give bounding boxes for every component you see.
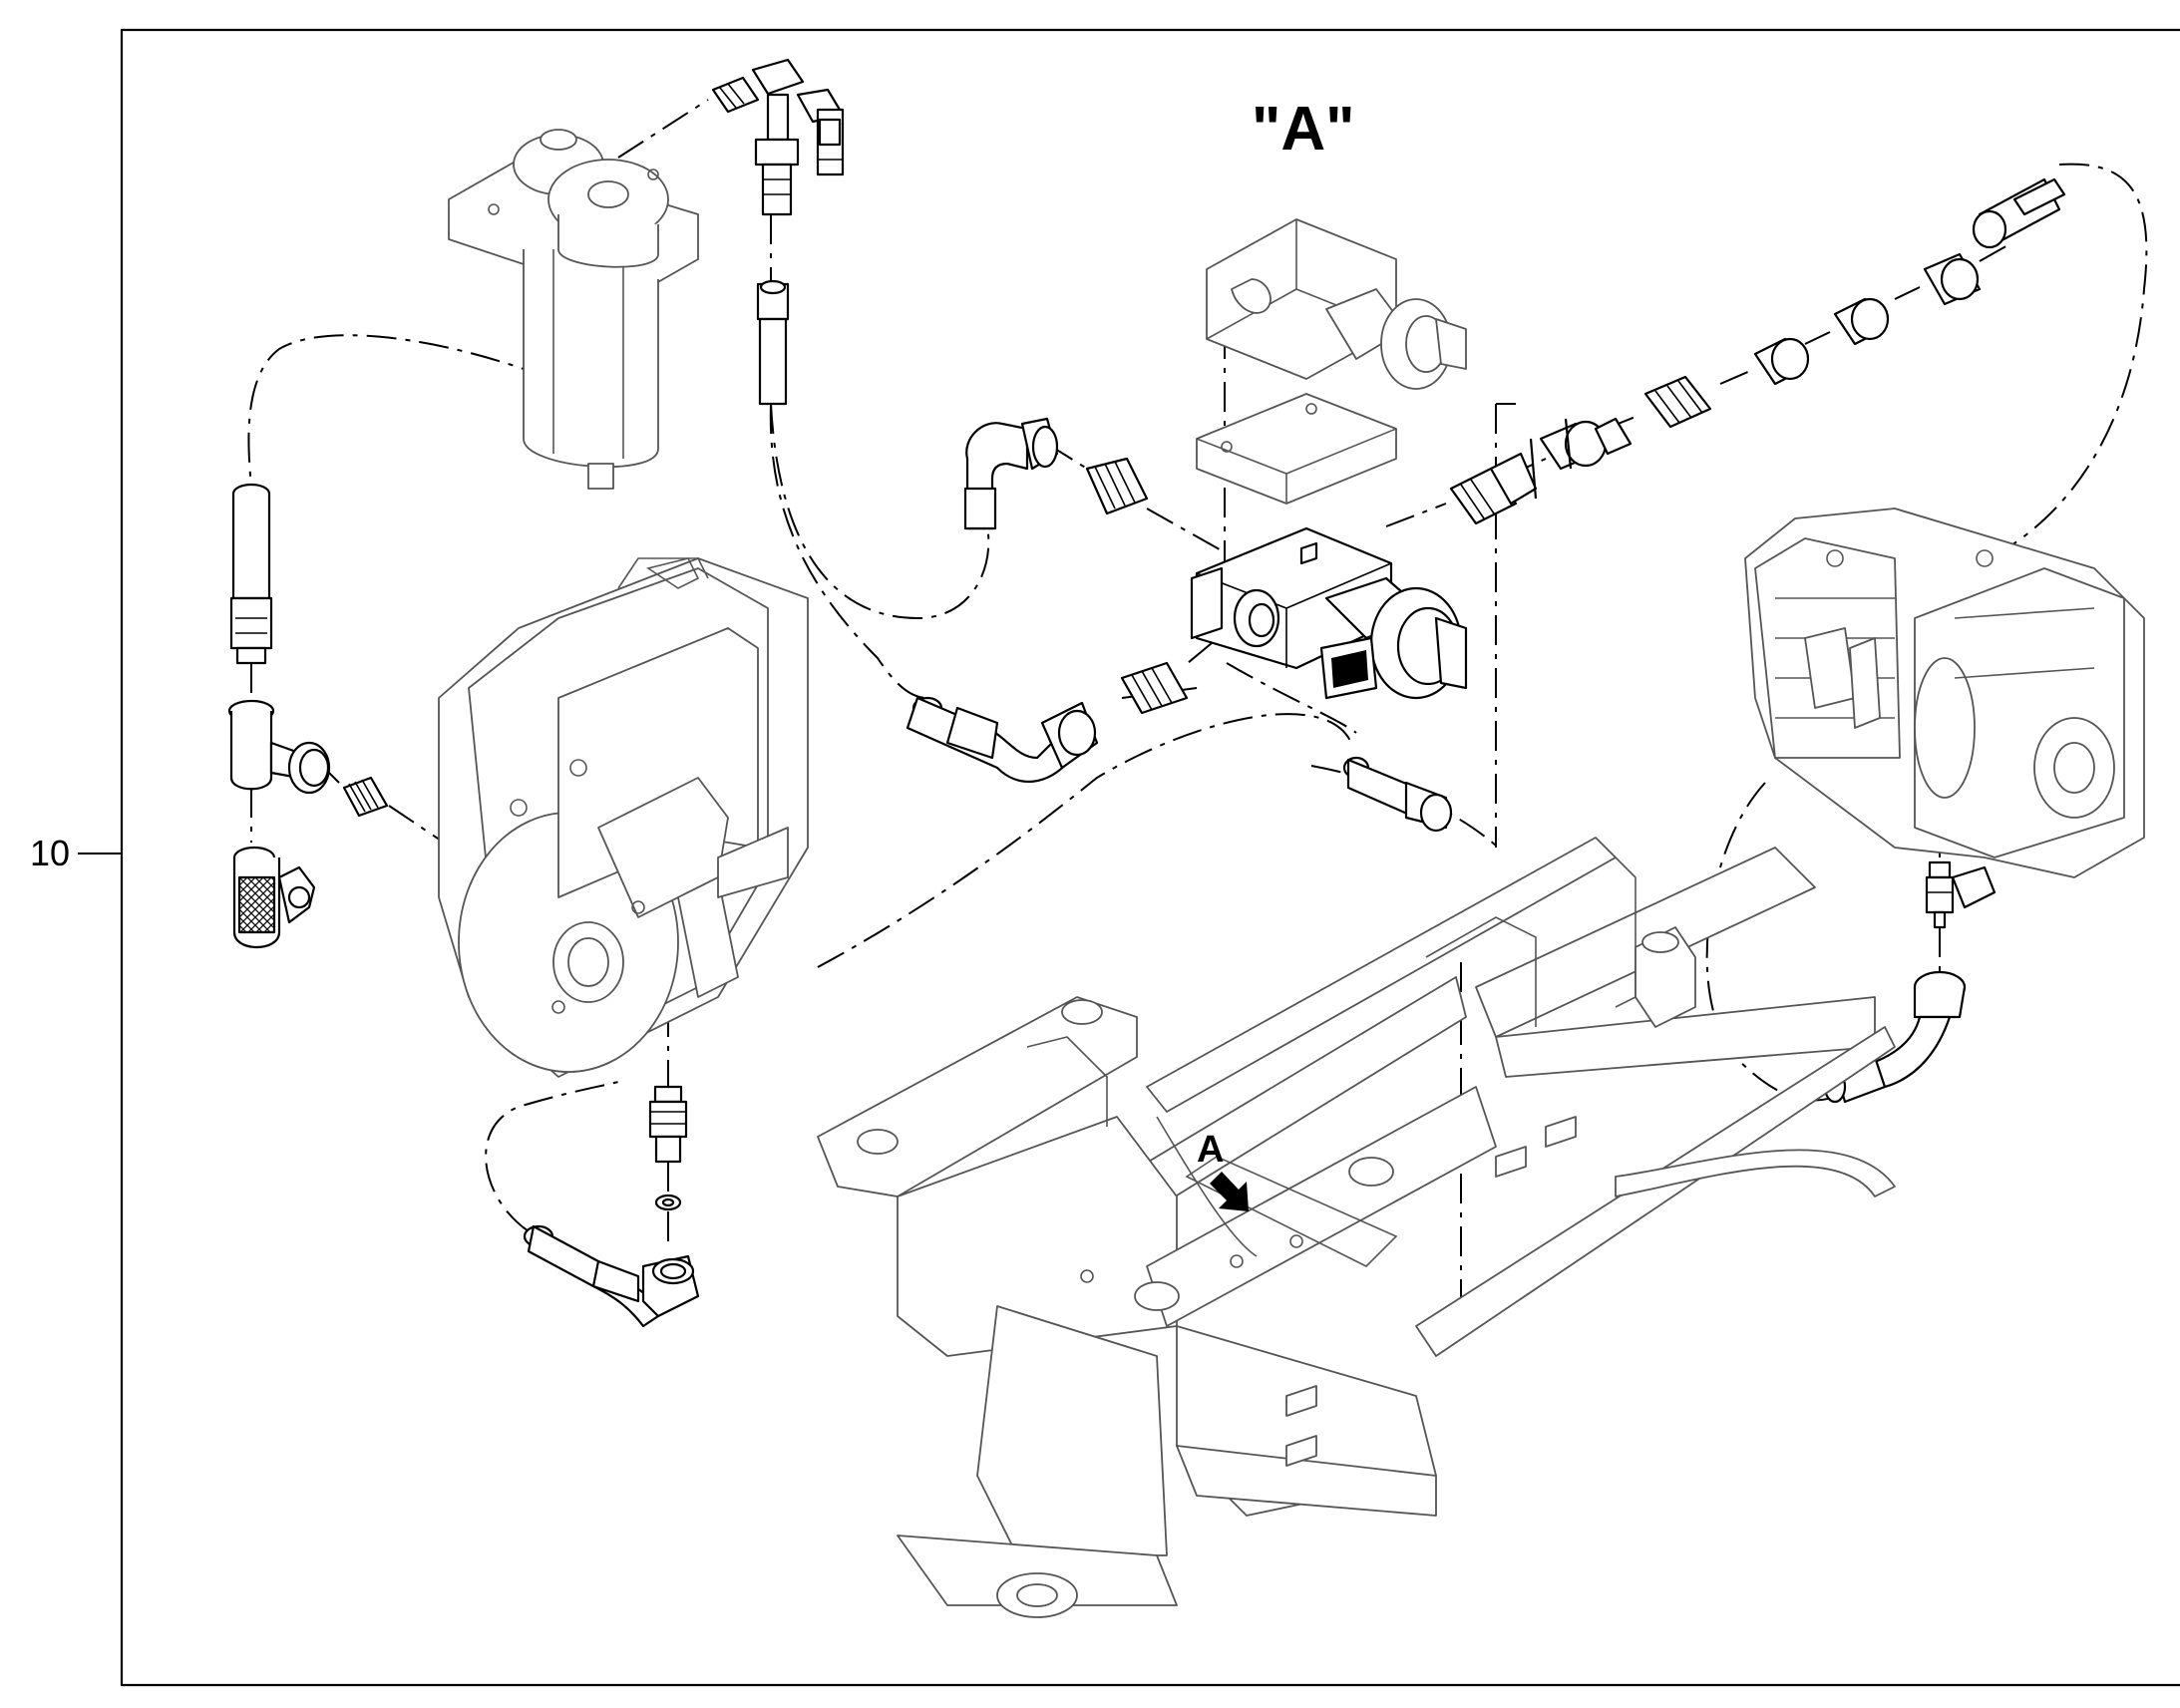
- drive-motor: [438, 557, 809, 1078]
- chassis-frame: [817, 837, 1896, 1618]
- callout-letter: A: [1197, 1129, 1224, 1171]
- test-port-cap: [232, 846, 316, 949]
- valve-block: [1190, 526, 1468, 700]
- pump-assembly: [1744, 508, 2145, 878]
- hose-bottom: [523, 1224, 700, 1328]
- hose-top: [756, 279, 790, 406]
- adapter-fitting: [648, 1085, 688, 1211]
- reference-number: 10: [30, 833, 70, 873]
- filter-housing: [448, 129, 699, 490]
- hose-center: [906, 661, 1189, 783]
- elbow-hose: [963, 417, 1149, 530]
- hose-left: [229, 483, 273, 665]
- diagram-frame: [120, 28, 2180, 1687]
- tee-fitting-left: [227, 699, 389, 818]
- view-label: "A": [1252, 95, 1355, 164]
- hose-right: [1342, 756, 1453, 833]
- view-callout: A: [1197, 1129, 1249, 1211]
- solenoid-coil: [1206, 218, 1467, 390]
- fitting-chain-right: [1449, 177, 2066, 525]
- pump-outlet-fitting: [1925, 860, 1997, 929]
- gasket-plate: [1196, 393, 1397, 505]
- swivel-tee-fitting: [711, 58, 845, 216]
